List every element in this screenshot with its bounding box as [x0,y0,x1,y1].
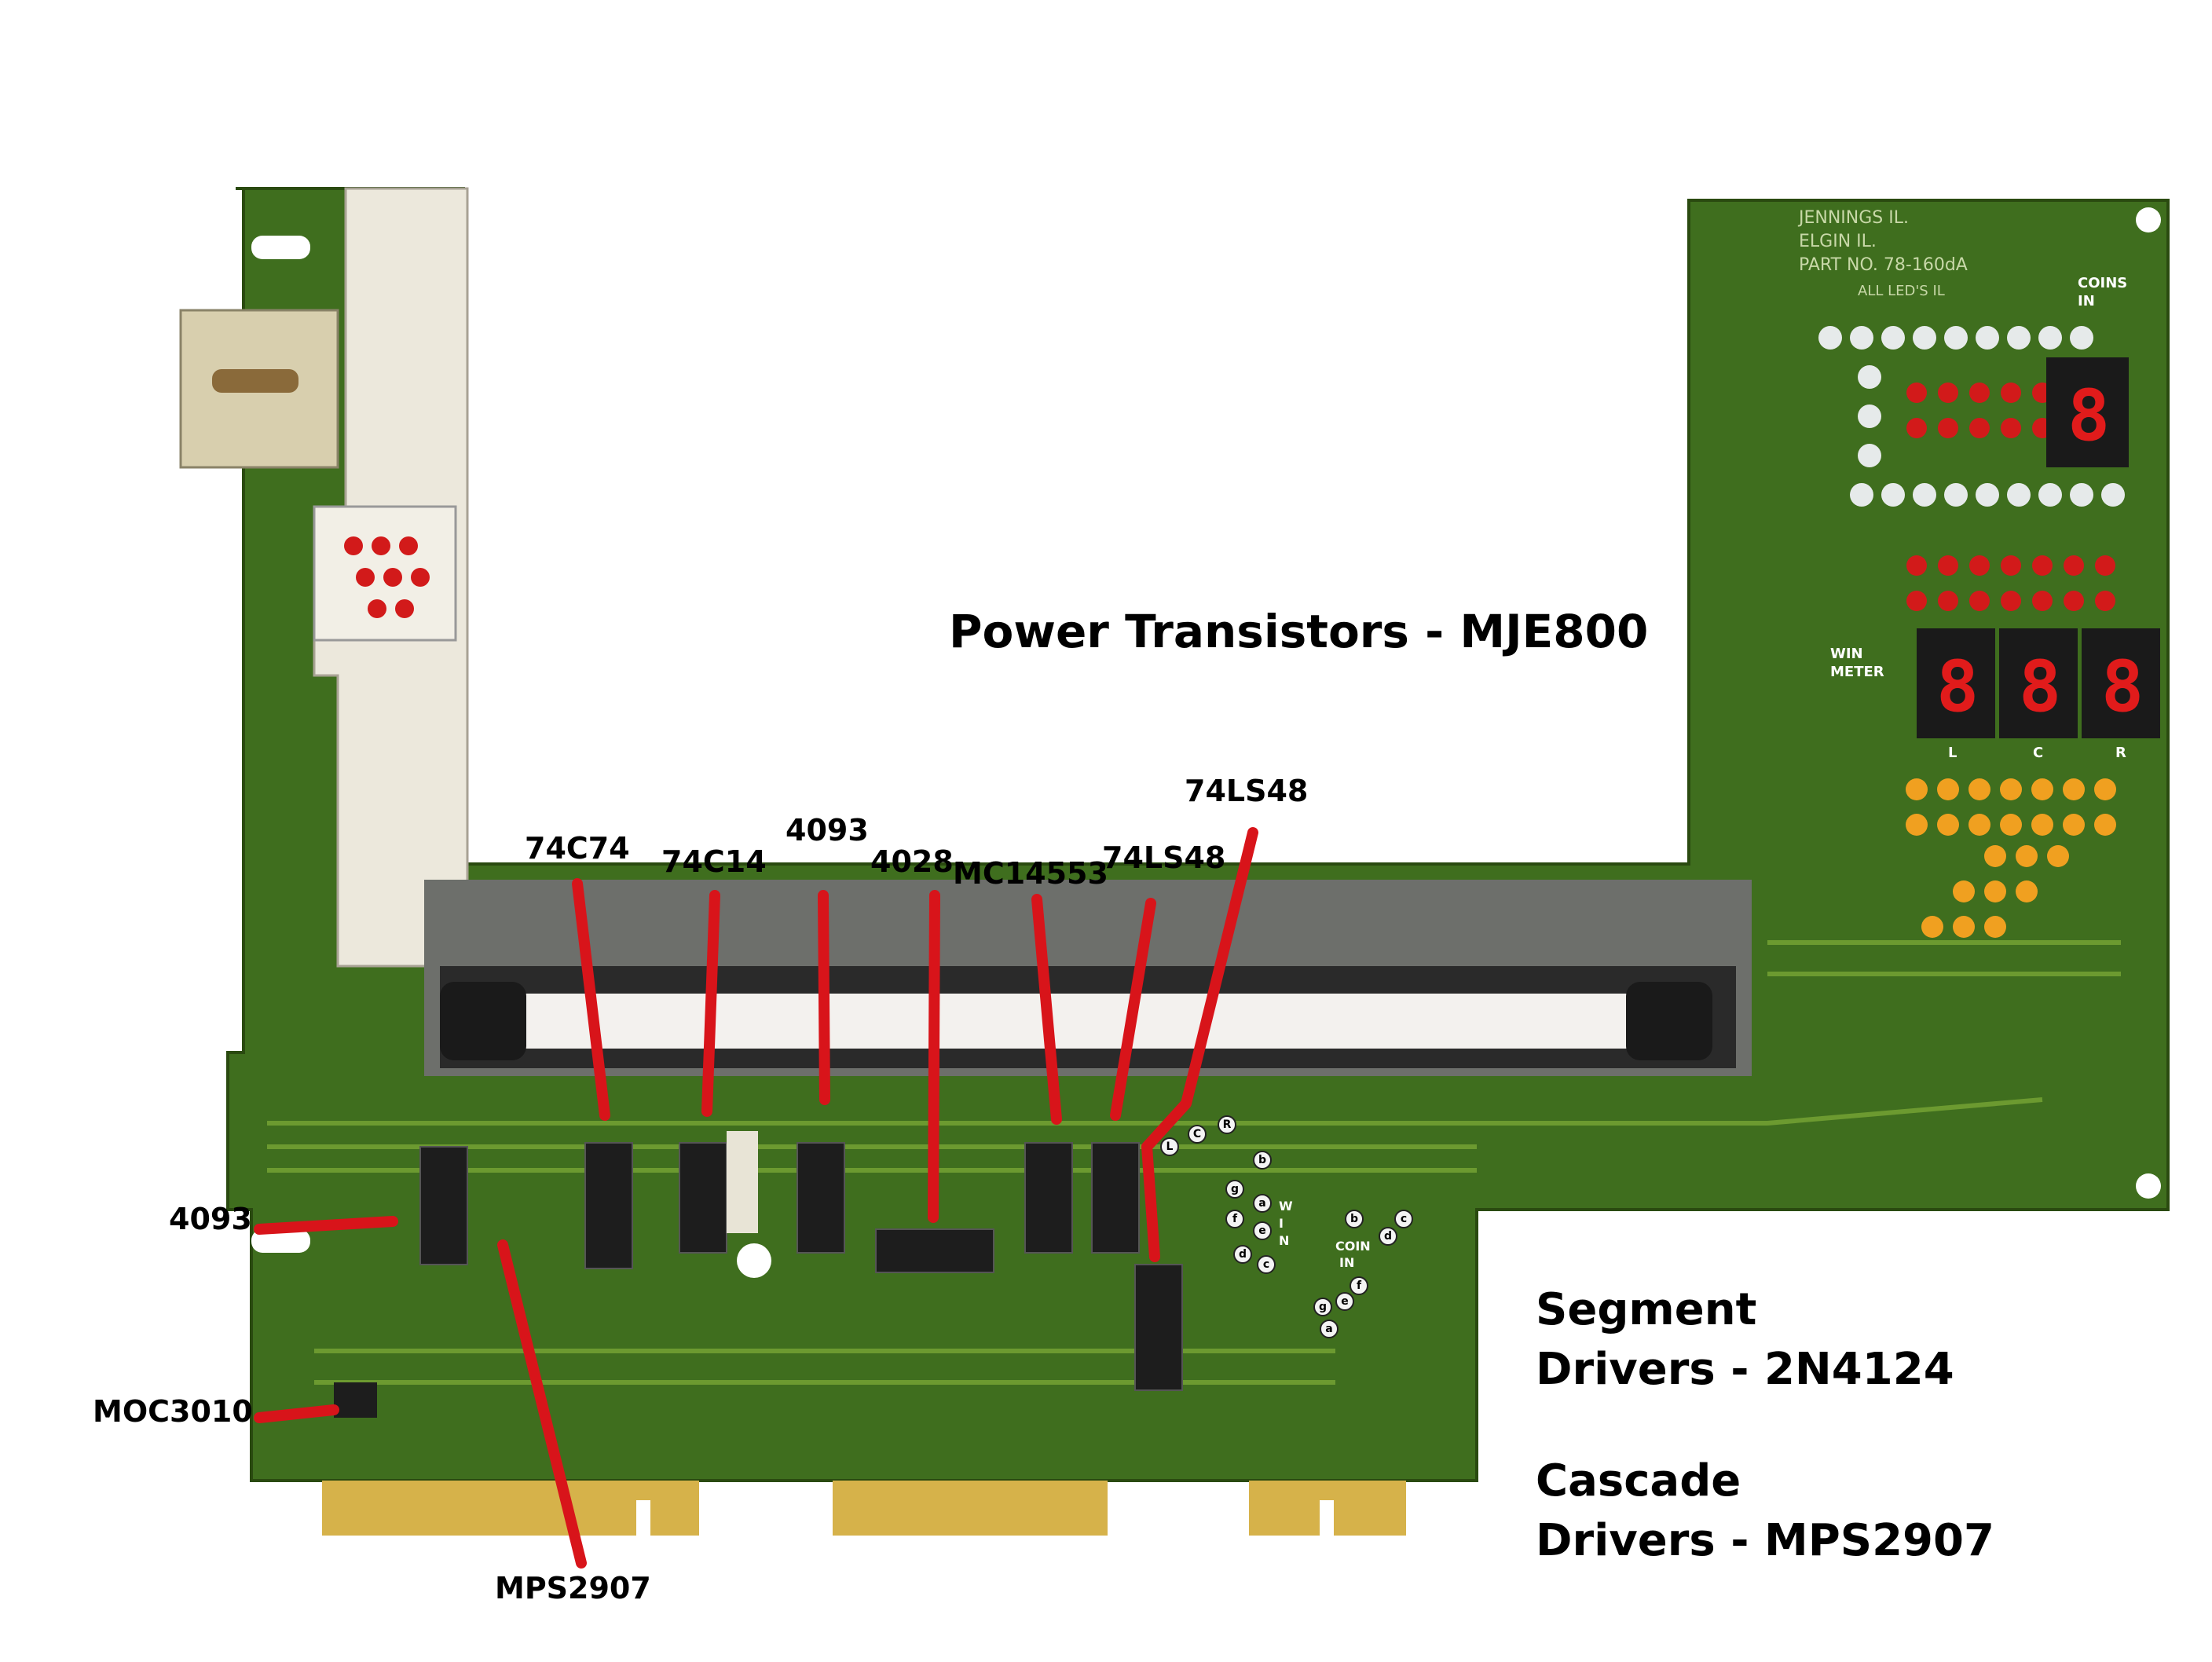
win-vertical-label: W I N [1279,1199,1293,1248]
pin-coin-g: g [1313,1298,1332,1316]
ics [419,1142,1183,1391]
mounting-hole [737,1243,771,1278]
meter-label: METER [1830,664,1884,680]
svg-text:8: 8 [2101,646,2144,728]
pin-win-c: C [1188,1125,1207,1144]
label-mc14553: MC14553 [953,856,1108,891]
label-74c14: 74C14 [661,844,767,879]
pin-coin-a: a [1320,1320,1339,1338]
label-74c74: 74C74 [525,831,630,866]
pin-win-d: d [1233,1245,1252,1264]
edge-connector [322,1481,1406,1536]
pin-win-r: R [1218,1115,1236,1134]
label-74ls48-b: 74LS48 [1185,774,1309,808]
tab-resistor [212,369,298,393]
segment-drivers-label-1: Segment [1536,1284,1757,1335]
pointer-74ls48-b [1141,827,1258,1262]
slot-left [251,236,310,259]
yellow-leds [1906,778,2116,938]
label-4028: 4028 [870,844,954,879]
white-leds [1818,326,2125,507]
pin-coin-c: c [1394,1210,1413,1228]
white-capacitor [727,1131,758,1233]
col-l-label: L [1948,745,1957,761]
pointer-74ls48-a [1110,898,1156,1121]
red-leds-right [1906,383,2115,611]
pin-win-l: L [1160,1137,1179,1156]
label-4093-top: 4093 [786,813,869,847]
pointer-4028 [928,890,940,1223]
svg-text:8: 8 [2019,646,2061,728]
svg-text:8: 8 [1936,646,1979,728]
tube-end-left [440,982,526,1060]
pointer-mps2907 [497,1239,587,1569]
slot-left-2 [251,1229,310,1253]
col-c-label: C [2033,745,2044,761]
pin-coin-d: d [1379,1227,1397,1246]
mount-holes-right [2136,207,2161,1199]
power-transistors-label: Power Transistors - MJE800 [949,605,1649,658]
coins-in-label: IN [2078,293,2095,309]
cascade-drivers-label-2: Drivers - MPS2907 [1536,1515,1994,1566]
coin-label: COIN [1335,1239,1371,1254]
pin-win-e: e [1253,1221,1272,1240]
tube-end-right [1626,982,1712,1060]
segment-drivers-label-2: Drivers - 2N4124 [1536,1344,1954,1395]
optocoupler [334,1382,377,1418]
pointer-4093-left [254,1216,398,1235]
coin-in-label: IN [1339,1255,1355,1270]
cascade-drivers-label-1: Cascade [1536,1455,1741,1506]
coins-label: COINS [2078,275,2128,291]
fluorescent-tube [479,994,1689,1049]
edge-connector-gaps [636,1500,1334,1536]
pointer-lines [254,827,1258,1569]
label-moc3010: MOC3010 [93,1394,253,1429]
seven-segment-displays [1917,357,2160,738]
pin-win-c-seg: c [1257,1255,1276,1274]
svg-text:8: 8 [2067,375,2110,457]
pin-coin-f: f [1350,1276,1368,1295]
board-leds-text: ALL LED'S IL [1858,283,1945,299]
col-r-label: R [2115,745,2126,761]
board-maker-text: JENNINGS IL. [1799,208,1909,228]
board-city-text: ELGIN IL. [1799,232,1877,251]
pointer-mc14553 [1031,894,1062,1125]
pin-win-a: a [1253,1194,1272,1213]
seven-segment-digits: 8 8 8 8 [1936,375,2144,728]
pointer-4093-top [818,890,830,1105]
pin-win-f: f [1225,1210,1244,1228]
pointer-74c74 [572,878,610,1121]
pin-win-g: g [1225,1180,1244,1199]
red-leds-left [344,536,430,618]
label-74ls48-a: 74LS48 [1102,840,1226,875]
win-label: WIN [1830,646,1863,662]
board-part-text: PART NO. 78-160dA [1799,255,1968,275]
pin-coin-e: e [1335,1292,1354,1311]
label-mps2907: MPS2907 [495,1571,651,1605]
pointer-moc3010 [254,1404,339,1423]
pin-coin-b: b [1345,1210,1364,1228]
label-4093-left: 4093 [169,1202,252,1236]
pcb-traces [267,940,2121,1385]
pin-win-b: b [1253,1151,1272,1170]
pointer-74c14 [701,890,720,1117]
